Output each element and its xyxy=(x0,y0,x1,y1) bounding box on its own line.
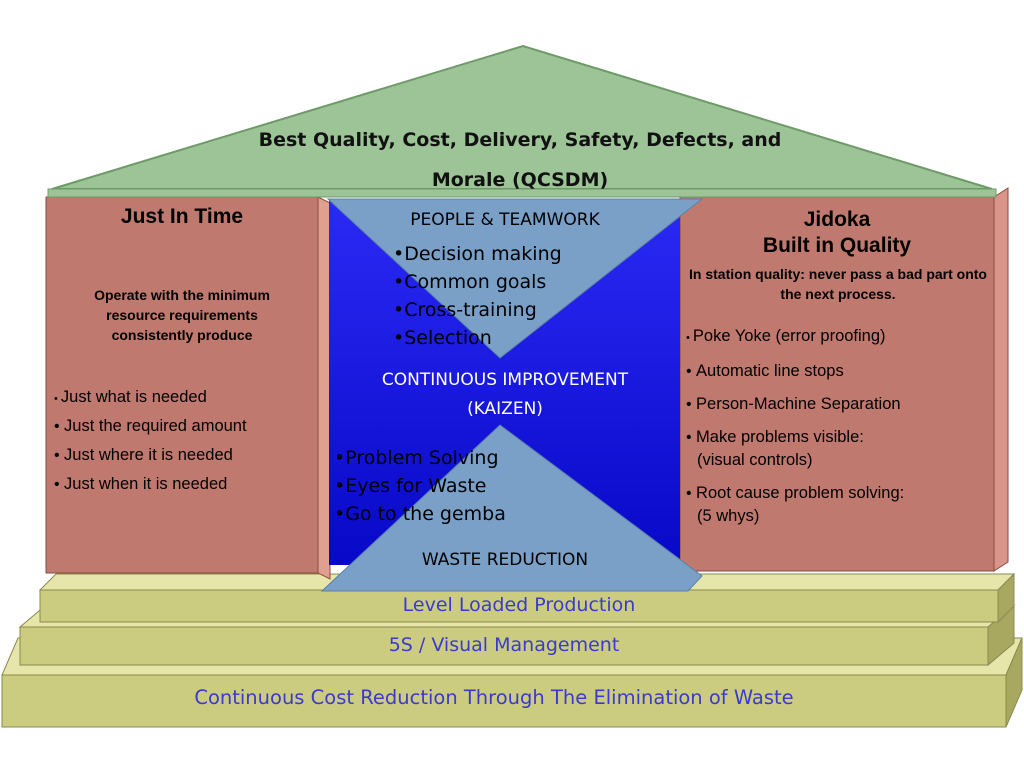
list-item: •Go to the gemba xyxy=(334,503,506,525)
list-item: • Root cause problem solving:(5 whys) xyxy=(686,484,905,525)
list-item: •Cross-training xyxy=(393,299,537,321)
waste-reduction-title: WASTE REDUCTION xyxy=(421,550,589,570)
jidoka-title-line-1: Jidoka xyxy=(803,208,871,231)
roof-band xyxy=(47,188,997,198)
jidoka-bullet-list: • Poke Yoke (error proofing) • Automatic… xyxy=(686,325,986,538)
people-teamwork-title: PEOPLE & TEAMWORK xyxy=(410,210,600,230)
jidoka-subtitle: In station quality: never pass a bad par… xyxy=(689,266,987,302)
list-item: • Just when it is needed xyxy=(54,475,228,493)
jit-bullet-list: • Just what is needed • Just the require… xyxy=(54,388,314,504)
roof-goal-text: Best Quality, Cost, Delivery, Safety, De… xyxy=(200,120,840,200)
list-item: • Make problems visible:(visual controls… xyxy=(686,428,864,469)
jidoka-title-line-2: Built in Quality xyxy=(762,234,912,257)
kaizen-line-1: CONTINUOUS IMPROVEMENT xyxy=(381,370,629,390)
list-item: •Problem Solving xyxy=(334,447,499,469)
hourglass-bottom xyxy=(320,424,703,592)
list-item: •Common goals xyxy=(393,271,547,293)
list-item: • Automatic line stops xyxy=(686,362,844,380)
kaizen-label: CONTINUOUS IMPROVEMENT (KAIZEN) xyxy=(330,366,680,424)
waste-reduction-list: •Problem Solving •Eyes for Waste •Go to … xyxy=(334,444,506,528)
list-item: •Decision making xyxy=(393,243,562,265)
list-item: • Just where it is needed xyxy=(54,446,233,464)
list-item: • Poke Yoke (error proofing) xyxy=(686,327,886,345)
jit-title: Just In Time xyxy=(120,205,244,228)
step-level-loaded-label: Level Loaded Production xyxy=(402,594,636,616)
list-item: • Person-Machine Separation xyxy=(686,395,901,413)
jidoka-title: Jidoka Built in Quality xyxy=(680,207,994,259)
roof-line-1: Best Quality, Cost, Delivery, Safety, De… xyxy=(258,129,782,151)
list-item: •Selection xyxy=(393,327,492,349)
step-foundation-label: Continuous Cost Reduction Through The El… xyxy=(194,686,794,709)
roof-line-2: Morale (QCSDM) xyxy=(431,169,609,191)
list-item: •Eyes for Waste xyxy=(334,475,487,497)
list-item: • Just what is needed xyxy=(54,388,207,406)
step-5s-label: 5S / Visual Management xyxy=(388,634,620,656)
jit-subtitle: Operate with the minimum resource requir… xyxy=(94,287,270,343)
people-teamwork-list: •Decision making •Common goals •Cross-tr… xyxy=(393,240,562,352)
hourglass-top xyxy=(326,198,704,359)
list-item: • Just the required amount xyxy=(54,417,247,435)
left-pillar xyxy=(45,196,331,580)
kaizen-line-2: (KAIZEN) xyxy=(467,399,543,419)
